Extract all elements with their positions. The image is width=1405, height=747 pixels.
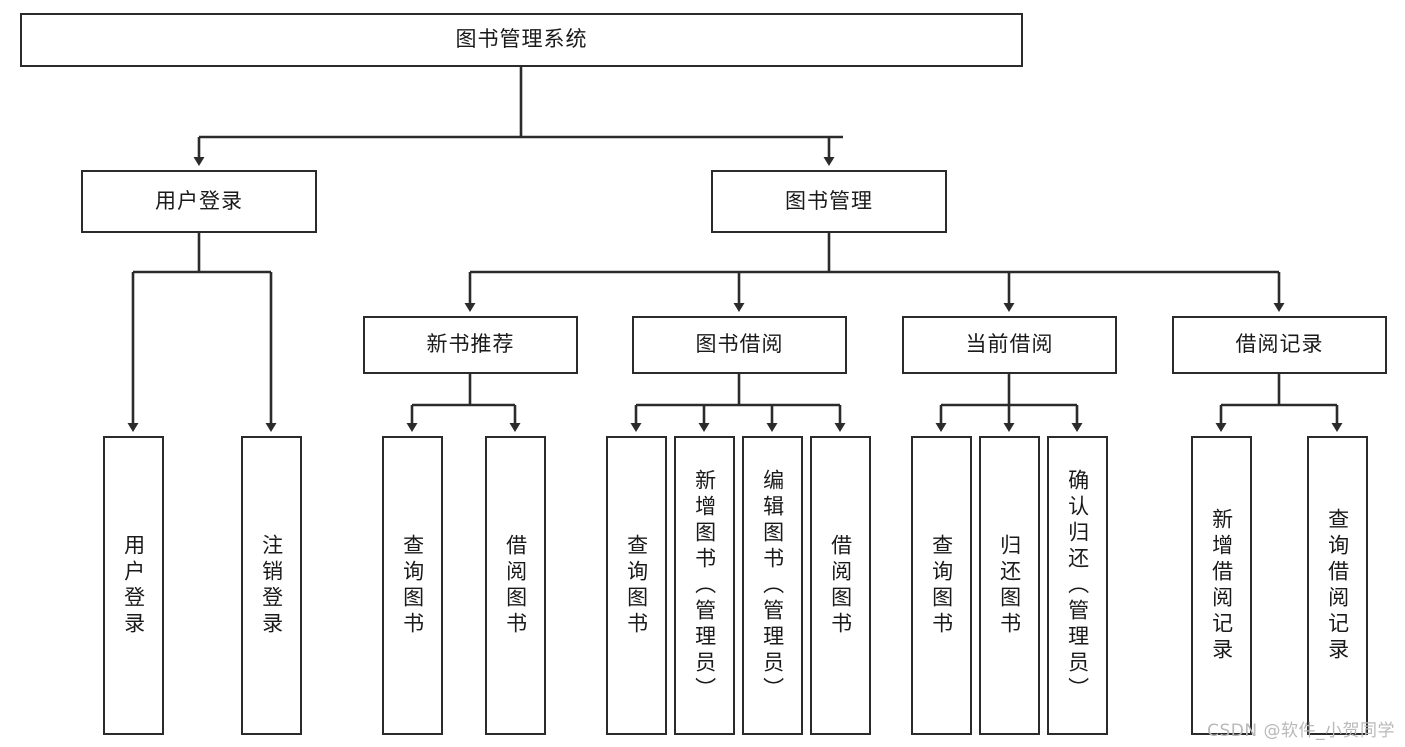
node-leaf-add-book[interactable]: 新增图书（管理员）: [674, 436, 735, 735]
node-book-manage-label: 图书管理: [785, 188, 873, 213]
node-borrow-record[interactable]: 借阅记录: [1172, 316, 1387, 374]
node-current-borrow-label: 当前借阅: [965, 332, 1054, 357]
node-leaf-user-logout-label: 注销登录: [259, 533, 284, 638]
node-leaf-query-book-3-label: 查询图书: [929, 533, 954, 638]
node-leaf-add-record-label: 新增借阅记录: [1209, 507, 1234, 664]
node-leaf-add-record[interactable]: 新增借阅记录: [1191, 436, 1252, 735]
node-leaf-query-record[interactable]: 查询借阅记录: [1307, 436, 1368, 735]
node-leaf-borrow-book-1-label: 借阅图书: [503, 533, 528, 638]
node-leaf-query-book-1-label: 查询图书: [400, 533, 425, 638]
node-new-book-recommend[interactable]: 新书推荐: [363, 316, 578, 374]
node-leaf-user-login-label: 用户登录: [121, 533, 146, 638]
node-leaf-query-book-1[interactable]: 查询图书: [382, 436, 443, 735]
node-leaf-user-logout[interactable]: 注销登录: [241, 436, 302, 735]
node-current-borrow[interactable]: 当前借阅: [902, 316, 1117, 374]
csdn-watermark: CSDN @软件_小贺同学: [1207, 721, 1395, 741]
node-user-login-label: 用户登录: [155, 188, 243, 213]
node-book-manage[interactable]: 图书管理: [711, 170, 947, 233]
node-user-login[interactable]: 用户登录: [81, 170, 317, 233]
node-book-borrow-label: 图书借阅: [695, 332, 784, 357]
node-leaf-borrow-book-2[interactable]: 借阅图书: [810, 436, 871, 735]
node-leaf-user-login[interactable]: 用户登录: [103, 436, 164, 735]
node-book-borrow[interactable]: 图书借阅: [632, 316, 847, 374]
node-leaf-edit-book-label: 编辑图书（管理员）: [760, 468, 785, 703]
node-new-book-recommend-label: 新书推荐: [426, 332, 515, 357]
node-leaf-query-book-2[interactable]: 查询图书: [606, 436, 667, 735]
node-root-label: 图书管理系统: [455, 27, 588, 52]
node-leaf-query-book-3[interactable]: 查询图书: [911, 436, 972, 735]
node-leaf-return-book-label: 归还图书: [997, 533, 1022, 638]
node-leaf-add-book-label: 新增图书（管理员）: [692, 468, 717, 703]
node-leaf-query-record-label: 查询借阅记录: [1325, 507, 1350, 664]
node-leaf-confirm-return[interactable]: 确认归还（管理员）: [1047, 436, 1108, 735]
node-leaf-borrow-book-1[interactable]: 借阅图书: [485, 436, 546, 735]
node-leaf-borrow-book-2-label: 借阅图书: [828, 533, 853, 638]
node-leaf-query-book-2-label: 查询图书: [624, 533, 649, 638]
node-leaf-confirm-return-label: 确认归还（管理员）: [1065, 468, 1090, 703]
node-leaf-edit-book[interactable]: 编辑图书（管理员）: [742, 436, 803, 735]
node-borrow-record-label: 借阅记录: [1235, 332, 1324, 357]
node-root[interactable]: 图书管理系统: [20, 13, 1023, 67]
node-leaf-return-book[interactable]: 归还图书: [979, 436, 1040, 735]
